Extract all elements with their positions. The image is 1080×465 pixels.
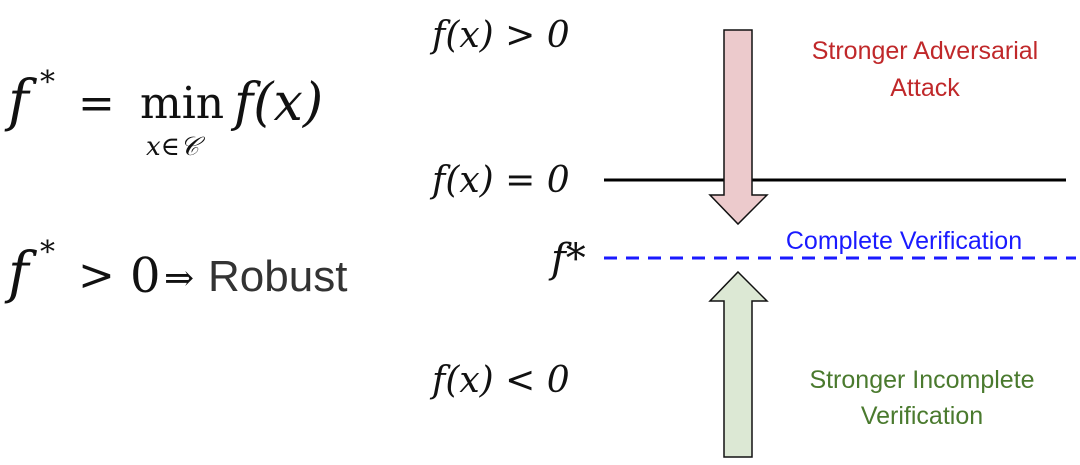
robust-star: * (40, 235, 55, 270)
incomplete-label-line2: Verification (861, 402, 983, 430)
incomplete-label-line1: Stronger Incomplete (809, 366, 1034, 394)
level-negative: f(x) < 0 (429, 360, 570, 401)
formula-fx: f(x) (230, 73, 323, 133)
formula-f: f (4, 69, 38, 134)
attack-arrow-down (708, 29, 769, 226)
level-positive: f(x) > 0 (429, 15, 570, 56)
level-zero: f(x) = 0 (429, 160, 570, 201)
formula-min: min (140, 78, 224, 129)
optimization-formula: f * = min x∈𝒞 f(x) (4, 65, 323, 162)
formula-star: * (40, 65, 55, 100)
implies-symbol: ⇒ (164, 258, 194, 299)
formula-subscript: x∈𝒞 (146, 132, 206, 162)
robust-f: f (4, 241, 38, 306)
formula-equals: = (78, 78, 115, 129)
robust-gt: > (78, 250, 115, 301)
robust-label: Robust (208, 252, 347, 301)
level-fstar: f* (548, 236, 586, 282)
robust-zero: 0 (130, 248, 161, 304)
robust-condition: f * > 0 ⇒ Robust (4, 235, 347, 306)
attack-label-line2: Attack (890, 74, 960, 102)
incomplete-verification-arrow-up (708, 270, 769, 458)
complete-verification-label: Complete Verification (786, 227, 1022, 255)
attack-label-line1: Stronger Adversarial (812, 37, 1039, 65)
